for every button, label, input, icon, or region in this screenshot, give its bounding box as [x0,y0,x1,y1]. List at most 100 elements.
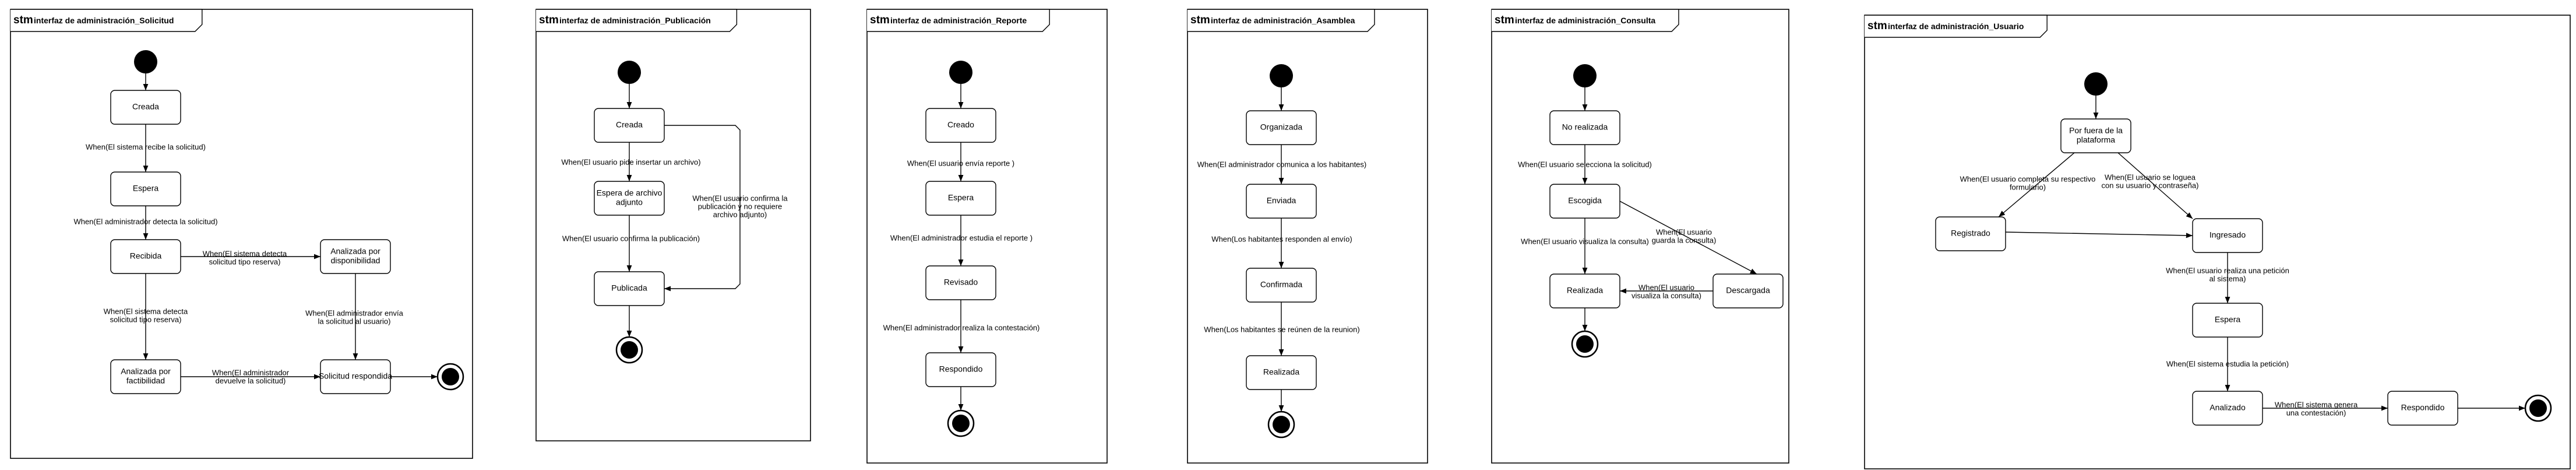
consulta-t3-label-line2: guarda la consulta) [1652,236,1717,244]
usuario-edge-t1 [1998,152,2075,218]
usuario-state-fuera-label-line2: plataforma [2077,135,2115,145]
reporte-t1-label: When(El usuario envía reporte ) [907,159,1014,167]
usuario-t3-label-line1: When(El usuario realiza una petición [2166,266,2289,275]
solicitud-keyword: stm [13,14,33,26]
usuario-t2-label-line2: con su usuario y contraseña) [2102,181,2199,190]
asamblea-state-confirmada-label: Confirmada [1260,280,1303,289]
publicacion-t3-label-line2: publicación y no requiere [698,202,783,211]
usuario-state-respondido-label: Respondido [2401,403,2445,412]
reporte-title: interfaz de administración_Reporte [890,16,1027,25]
solicitud-state-respondida-label: Solicitud respondida [319,371,392,381]
solicitud-t4-label-line1: When(El sistema detecta [104,307,188,315]
usuario-t5-label-line2: una contestación) [2286,408,2346,417]
reporte-t2-label: When(El administrador estudia el reporte… [890,233,1032,242]
consulta-state-no-realizada-label: No realizada [1562,122,1608,132]
publicacion-state-espera-label-line1: Espera de archivo [597,188,662,198]
usuario-state-espera-label: Espera [2215,315,2241,324]
publicacion-initial [618,61,641,84]
usuario-title-tab [1865,15,2048,38]
consulta-edge-t3 [1619,201,1757,275]
consulta-t2-label: When(El usuario visualiza la consulta) [1521,237,1649,245]
solicitud-title: interfaz de administración_Solicitud [34,16,174,25]
solicitud-t5-label-line1: When(El administrador envía [305,308,403,317]
publicacion-state-creada-label: Creada [616,120,643,129]
publicacion-keyword: stm [539,14,559,26]
publicacion-frame [535,9,811,441]
consulta-title-tab [1492,9,1679,32]
solicitud-state-recibida-label: Recibida [130,251,162,261]
usuario-state-registrado[interactable] [1935,216,2006,251]
solicitud-t4-label-line2: solicitud tipo reserva) [110,315,182,324]
publicacion-title-tab [536,9,738,32]
asamblea-t1-label: When(El administrador comunica a los hab… [1197,160,1366,169]
asamblea-final-core [1273,416,1290,433]
asamblea-state-organizada-label: Organizada [1260,122,1303,132]
usuario-t1-label-line2: formulario) [2010,183,2046,191]
usuario-t1-label-line1: When(El usuario completa su respectivo [1960,174,2096,183]
usuario-t2-label-line1: When(El usuario se loguea [2105,173,2196,181]
solicitud-t2-label: When(El administrador detecta la solicit… [73,217,217,226]
asamblea-keyword: stm [1190,14,1210,26]
solicitud-final-core [442,368,459,385]
asamblea-t2-label: When(Los habitantes responden al envío) [1211,234,1352,243]
consulta-state-realizada-label: Realizada [1567,286,1603,295]
publicacion-t3-label-line3: archivo adjunto) [713,210,767,219]
solicitud-state-factibilidad-label-line1: Analizada por [121,367,171,376]
reporte-initial [949,61,972,84]
reporte-t3-label: When(El administrador realiza la contest… [883,323,1040,332]
solicitud-state-disponibilidad-label-line1: Analizada por [330,247,380,256]
asamblea-t3-label: When(Los habitantes se reúnen de la reun… [1204,325,1359,334]
usuario-state-registrado-label: Registrado [1951,229,1990,238]
consulta-initial [1573,64,1597,87]
consulta-state-descargada-label: Descargada [1726,286,1770,295]
asamblea-initial [1270,64,1293,87]
usuario-keyword: stm [1867,20,1887,32]
usuario-edge-registrado-ingresado [2005,232,2193,238]
consulta-final-core [1576,335,1594,353]
usuario-initial [2084,72,2108,96]
usuario-t4-label: When(El sistema estudia la petición) [2166,359,2289,368]
usuario-state-ingresado-label: Ingresado [2209,230,2246,240]
publicacion-title: interfaz de administración_Publicación [559,16,711,25]
publicacion-state-espera-label-line2: adjunto [616,198,643,207]
solicitud-t6-label-line1: When(El administrador [212,368,290,377]
consulta-title: interfaz de administración_Consulta [1515,16,1655,25]
asamblea-title: interfaz de administración_Asamblea [1211,16,1355,25]
solicitud-state-disponibilidad-label-line2: disponibilidad [331,256,380,265]
reporte-final-core [952,415,970,432]
usuario-t3-label-line2: al sistema) [2209,274,2246,283]
publicacion-final-core [621,341,638,359]
usuario-t5-label-line1: When(El sistema genera [2275,400,2358,409]
reporte-title-tab [867,9,1050,32]
publicacion-state-publicada-label: Publicada [611,283,647,293]
solicitud-t6-label-line2: devuelve la solicitud) [216,376,286,385]
publicacion-t1-label: When(El usuario pide insertar un archivo… [561,157,700,166]
consulta-t4-label-line2: visualiza la consulta) [1631,291,1701,300]
consulta-t1-label: When(El usuario selecciona la solicitud) [1518,160,1652,169]
publicacion-edge-t3 [664,125,741,292]
solicitud-t3-label-line1: When(El sistema detecta [203,249,287,258]
usuario-final-core [2529,399,2547,417]
solicitud-t3-label-line2: solicitud tipo reserva) [209,257,281,266]
solicitud-state-espera-label: Espera [133,184,159,193]
consulta-t3-label-line1: When(El usuario [1656,227,1712,236]
solicitud-initial [134,50,157,73]
consulta-t4-label-line1: When(El usuario [1638,283,1694,292]
consulta-state-escogida-label: Escogida [1568,196,1602,205]
reporte-keyword: stm [870,14,890,26]
asamblea-state-realizada-label: Realizada [1263,367,1299,377]
solicitud-state-factibilidad-label-line2: factibilidad [126,376,165,385]
usuario-title: interfaz de administración_Usuario [1888,22,2024,31]
reporte-state-creado-label: Creado [947,120,974,129]
solicitud-t5-label-line2: la solicitud al usuario) [318,317,390,325]
reporte-state-revisado-label: Revisado [944,278,978,287]
asamblea-title-tab [1187,9,1375,32]
consulta-frame [1491,9,1789,464]
solicitud-frame [10,9,473,459]
reporte-frame [866,9,1108,464]
solicitud-title-tab [10,9,203,32]
asamblea-state-enviada-label: Enviada [1267,196,1296,205]
reporte-state-espera-label: Espera [948,193,974,202]
reporte-state-respondido-label: Respondido [939,364,983,374]
